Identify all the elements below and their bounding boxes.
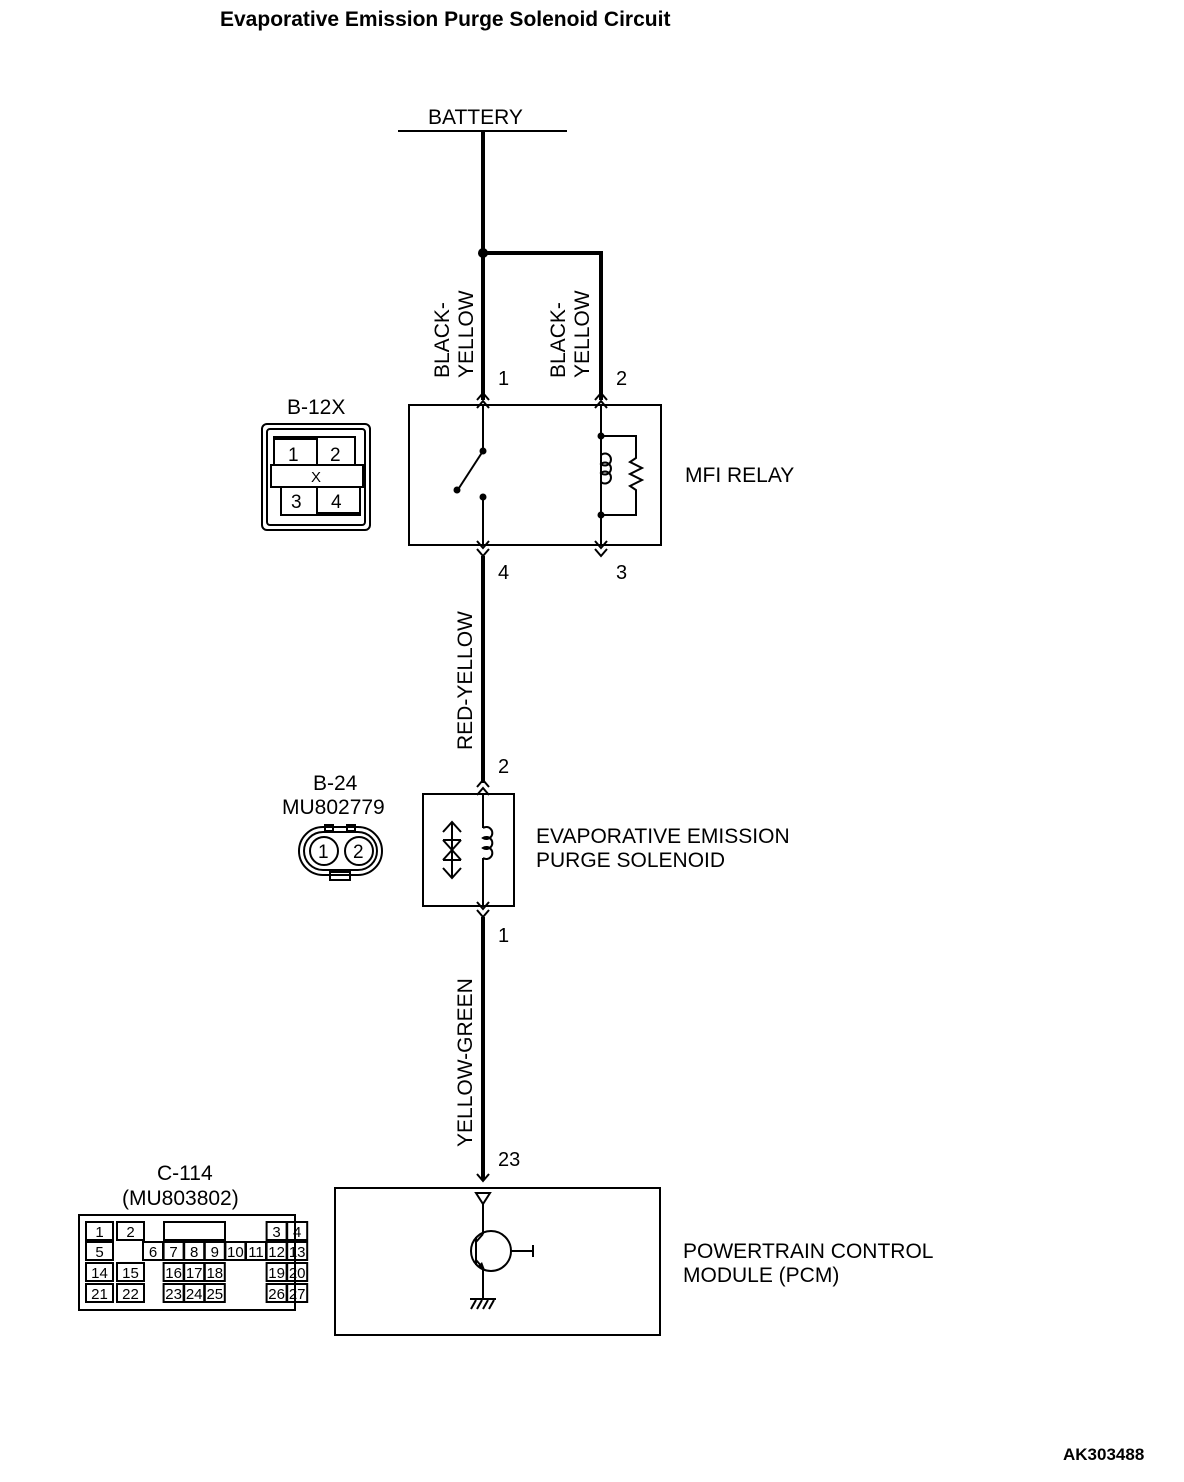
c114-cavity-12: 12 — [268, 1244, 285, 1261]
connector-b24-id: B-24 — [313, 772, 358, 795]
diagram-title: Evaporative Emission Purge Solenoid Circ… — [220, 8, 670, 31]
c114-cavity-6: 6 — [149, 1244, 157, 1261]
c114-cavity-7: 7 — [169, 1244, 177, 1261]
wire-label-red-yellow: RED-YELLOW — [454, 611, 477, 750]
relay-pin-2: 2 — [616, 368, 627, 390]
relay-coil-icon — [599, 452, 612, 485]
c114-cavity-27: 27 — [289, 1286, 306, 1303]
c114-cavity-22: 22 — [122, 1286, 139, 1303]
purge-solenoid-label-1: EVAPORATIVE EMISSION — [536, 825, 790, 848]
b12x-cavity-2: 2 — [330, 445, 341, 466]
c114-cavity-11: 11 — [248, 1244, 264, 1261]
c114-cavity-9: 9 — [211, 1244, 219, 1261]
c114-cavity-8: 8 — [190, 1244, 198, 1261]
c114-cavity-box — [286, 1221, 309, 1241]
c114-cavity-17: 17 — [186, 1265, 203, 1282]
pcm-pin-23: 23 — [498, 1149, 520, 1171]
connector-c114-part: (MU803802) — [122, 1187, 239, 1210]
relay-contact-arm — [458, 450, 484, 489]
c114-cavity-box — [116, 1221, 145, 1241]
c114-cavity-box — [85, 1241, 114, 1261]
c114-cavity-1: 1 — [95, 1224, 103, 1241]
c114-cavity-18: 18 — [206, 1265, 223, 1282]
c114-cavity-10: 10 — [227, 1244, 244, 1261]
c114-cavity-box — [203, 1283, 226, 1303]
pcm-box — [334, 1187, 661, 1336]
pcm-label-1: POWERTRAIN CONTROL — [683, 1240, 933, 1263]
connector-c114-id: C-114 — [157, 1162, 213, 1185]
wire-label-relay-pin2: BLACK-YELLOW — [547, 290, 594, 378]
c114-cavity-3: 3 — [272, 1224, 280, 1241]
c114-cavity-box — [203, 1262, 226, 1282]
c114-cavity-19: 19 — [268, 1265, 285, 1282]
b12x-cavity-1: 1 — [288, 445, 299, 466]
c114-cavity-15: 15 — [122, 1265, 139, 1282]
b12x-mark: X — [311, 469, 321, 486]
solenoid-pin-1: 1 — [498, 925, 509, 947]
purge-solenoid-label-2: PURGE SOLENOID — [536, 849, 725, 872]
purge-solenoid-box — [422, 793, 515, 907]
c114-cavity-26: 26 — [268, 1286, 285, 1303]
c114-cavity-box — [286, 1262, 309, 1282]
purge-solenoid — [422, 778, 515, 919]
wire-label-yellow-green: YELLOW-GREEN — [454, 978, 477, 1147]
c114-cavity-20: 20 — [289, 1265, 306, 1282]
mfi-relay-label: MFI RELAY — [685, 464, 794, 487]
connector-b24-part: MU802779 — [282, 796, 385, 819]
connector-b12x-id: B-12X — [287, 396, 345, 419]
b12x-cavity-3: 3 — [291, 492, 302, 513]
figure-code: AK303488 — [1063, 1445, 1144, 1464]
mfi-relay-box — [408, 404, 662, 546]
c114-cavity-box — [85, 1262, 114, 1282]
c114-cavity-box — [85, 1221, 114, 1241]
c114-cavity-2: 2 — [126, 1224, 134, 1241]
wire-battery-to-relay — [478, 131, 603, 400]
c114-cavity-25: 25 — [206, 1286, 223, 1303]
pcm-label-2: MODULE (PCM) — [683, 1264, 839, 1287]
c114-cavity-21: 21 — [91, 1286, 108, 1303]
c114-cavity-box — [286, 1241, 309, 1261]
wire-label-relay-pin1: BLACK-YELLOW — [431, 290, 478, 378]
b24-cavity-2: 2 — [353, 842, 364, 863]
connector-b12x: B-12X 1 2 3 4 X — [261, 396, 371, 531]
relay-pin-4: 4 — [498, 562, 509, 584]
c114-cavity-16: 16 — [165, 1265, 182, 1282]
c114-cavity-box — [116, 1283, 145, 1303]
c114-blank-block — [163, 1221, 226, 1241]
connector-b24: B-24 MU802779 1 2 — [282, 772, 385, 881]
pcm-module — [334, 1173, 661, 1336]
solenoid-pin-2: 2 — [498, 756, 509, 778]
battery-label: BATTERY — [428, 106, 523, 129]
c114-cavity-13: 13 — [289, 1244, 306, 1261]
relay-resistor-icon — [601, 435, 645, 516]
c114-cavity-24: 24 — [186, 1286, 203, 1303]
c114-cavity-23: 23 — [165, 1286, 182, 1303]
relay-pin-3: 3 — [616, 562, 627, 584]
c114-cavity-box — [85, 1283, 114, 1303]
b12x-cavity-4: 4 — [331, 492, 342, 513]
c114-cavity-box — [286, 1283, 309, 1303]
pcm-terminal-icon — [474, 1192, 492, 1206]
b24-cavity-1: 1 — [318, 842, 329, 863]
relay-pin-1: 1 — [498, 368, 509, 390]
c114-cavity-box — [116, 1262, 145, 1282]
solenoid-coil-icon — [481, 826, 494, 860]
c114-cavity-14: 14 — [91, 1265, 108, 1282]
mfi-relay — [408, 391, 662, 560]
c114-cavity-4: 4 — [293, 1224, 301, 1241]
battery-source: BATTERY — [398, 106, 567, 132]
c114-cavity-5: 5 — [95, 1244, 103, 1261]
